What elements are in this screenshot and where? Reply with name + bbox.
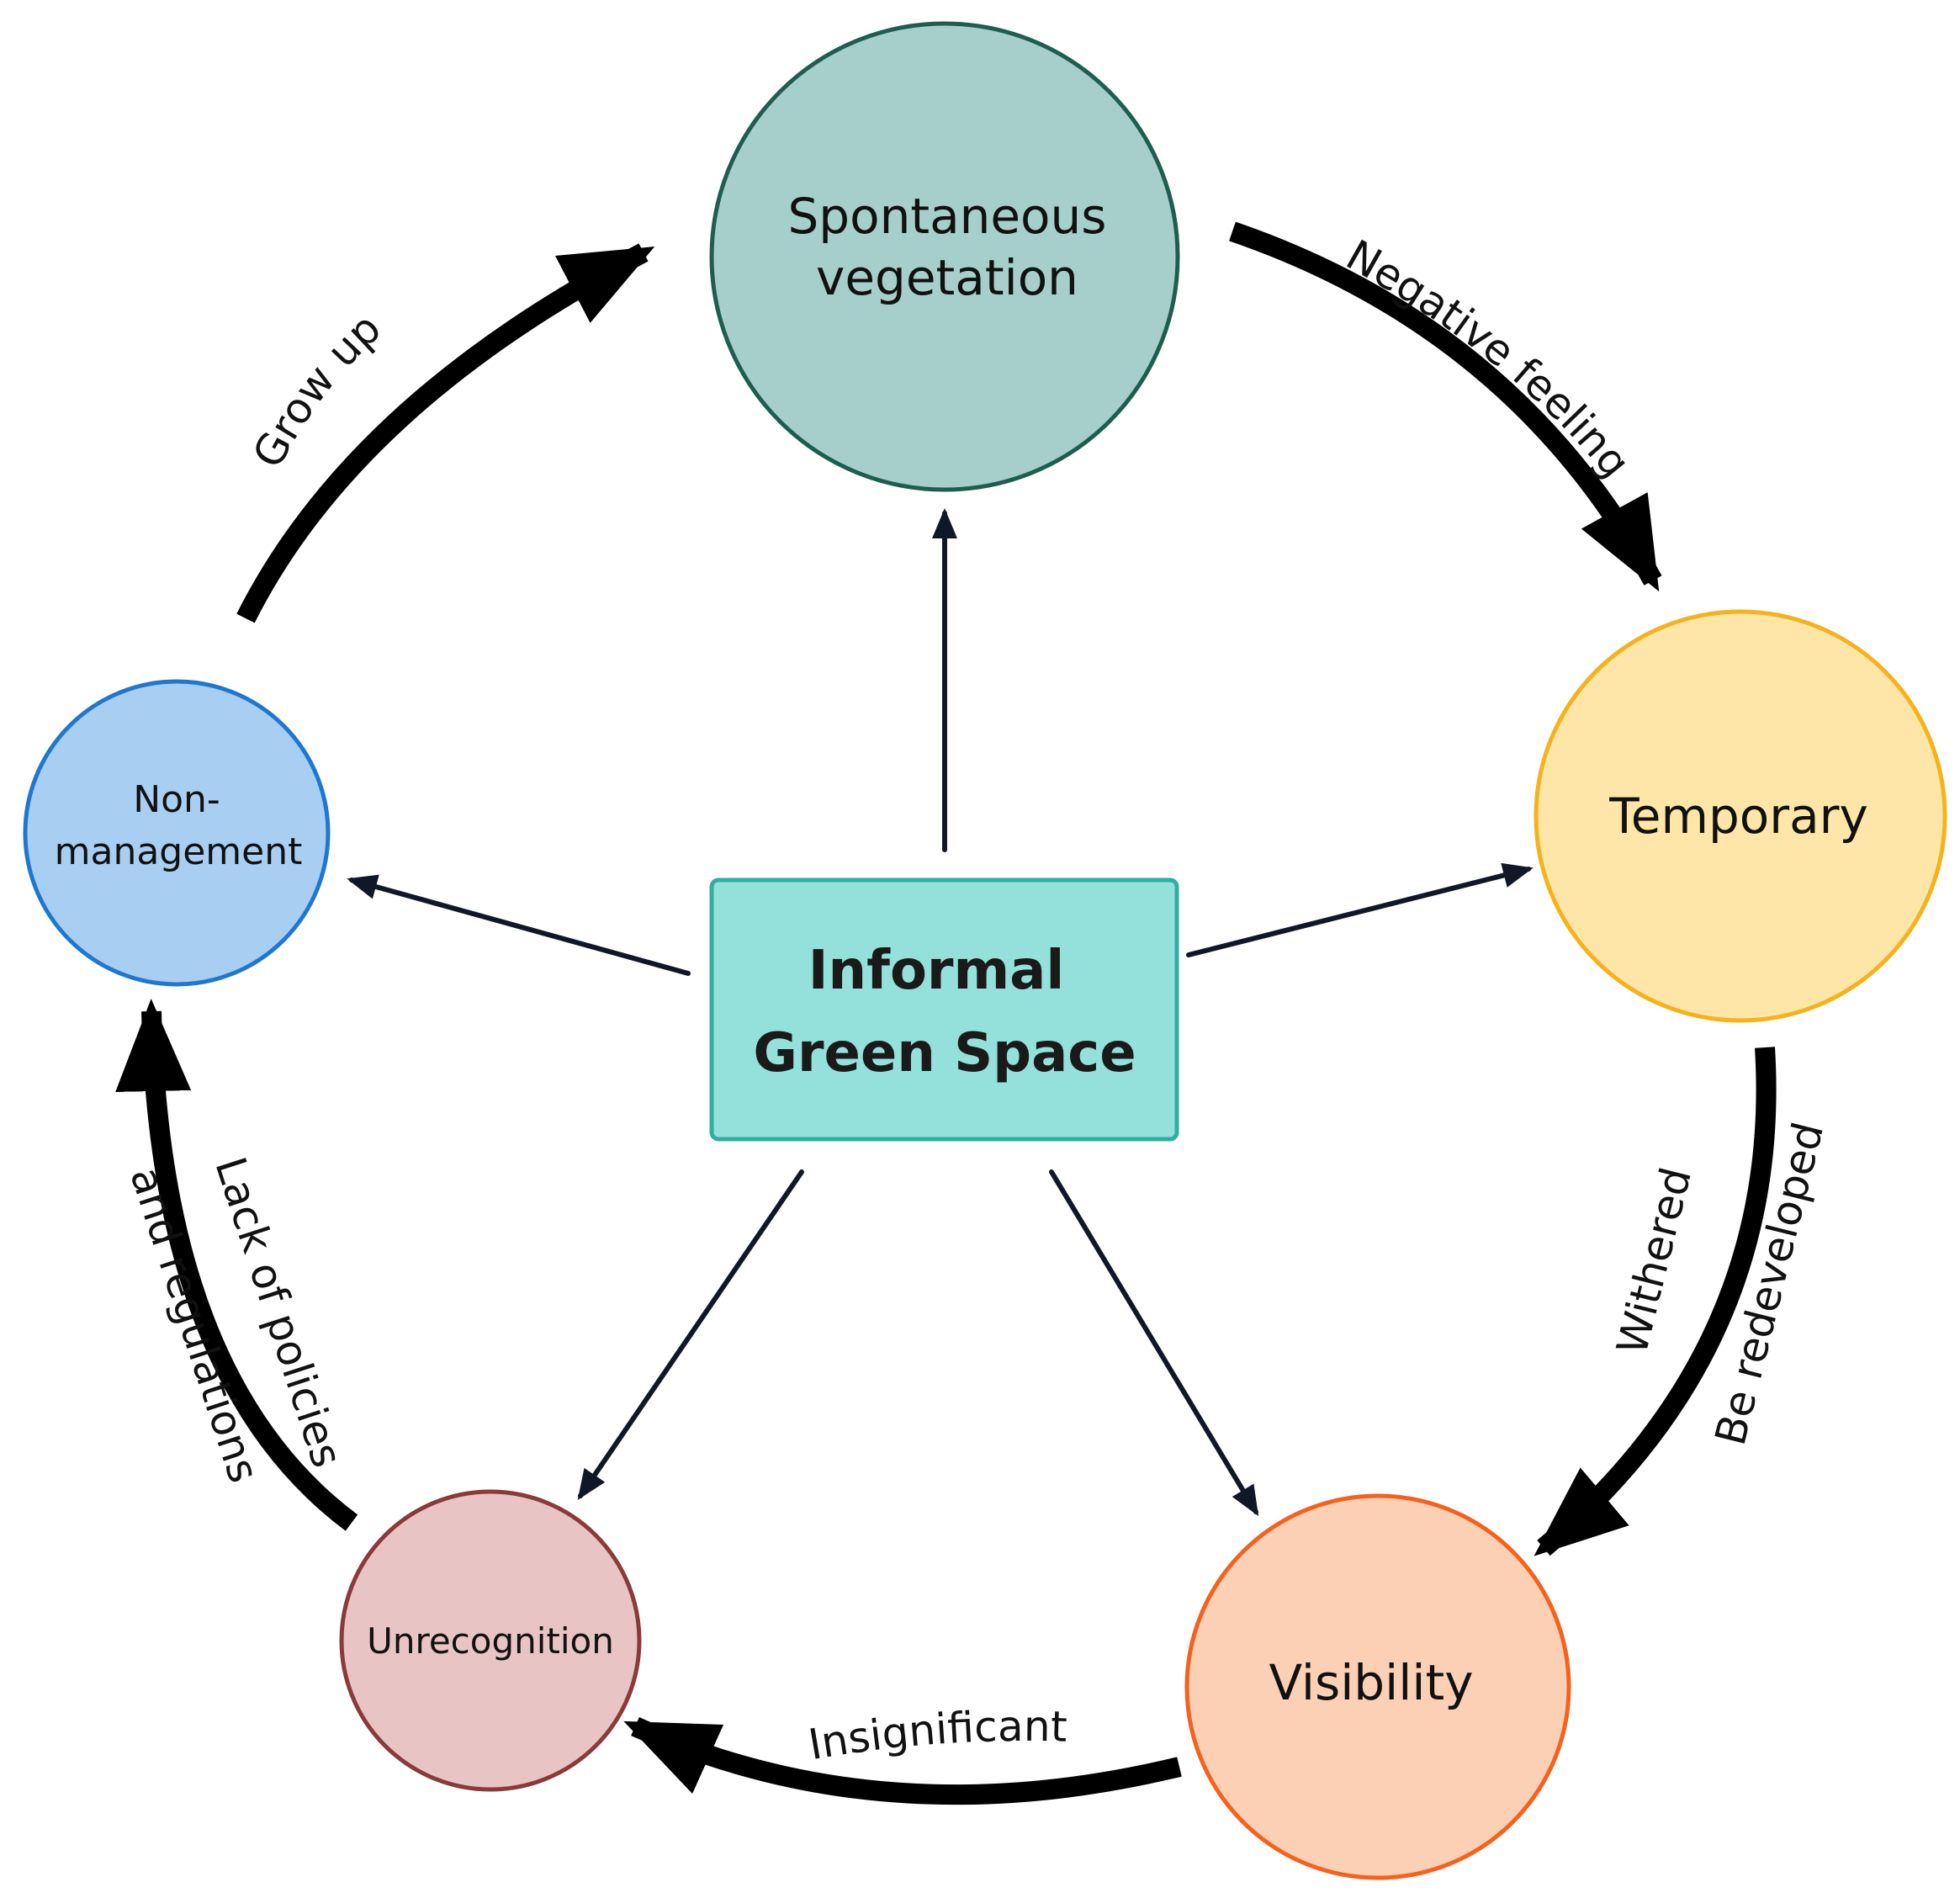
arrow-temporary-to-visibility bbox=[1534, 1047, 1777, 1556]
arrow-nonmanagement-to-spontaneous bbox=[236, 243, 655, 623]
arrow-visibility-to-unrecognition bbox=[623, 1717, 1182, 1805]
node-visibility: Visibility bbox=[1184, 1493, 1571, 1880]
arrow-spontaneous-to-temporary bbox=[1229, 221, 1662, 592]
node-temporary: Temporary bbox=[1534, 609, 1947, 1023]
cycle-arrows bbox=[115, 221, 1777, 1805]
center-box bbox=[709, 877, 1179, 1142]
center-title-line1: Informal bbox=[808, 940, 1065, 1002]
node-spontaneous-vegetation: Spontaneous vegetation bbox=[709, 21, 1180, 492]
label-negative-feeling: Negative feeling bbox=[1338, 231, 1640, 487]
center-title-line2: Green Space bbox=[753, 1022, 1136, 1084]
center-arrows bbox=[347, 508, 1534, 1517]
node-spontaneous-line1: Spontaneous bbox=[787, 188, 1106, 245]
node-unrecognition-circle bbox=[339, 1489, 642, 1792]
arrow-center-to-unrecognition bbox=[577, 1169, 804, 1500]
node-visibility-circle bbox=[1184, 1493, 1571, 1880]
arrow-center-to-temporary bbox=[1186, 862, 1534, 957]
node-nonmanagement-line2: management bbox=[55, 830, 303, 873]
label-insignificant: Insignificant bbox=[805, 1702, 1067, 1769]
center-node: Informal Green Space bbox=[709, 877, 1179, 1142]
arrow-unrecognition-to-nonmanagement bbox=[115, 999, 358, 1531]
node-temporary-circle bbox=[1534, 609, 1947, 1023]
node-temporary-label: Temporary bbox=[1608, 787, 1868, 845]
node-unrecognition-label: Unrecognition bbox=[367, 1620, 614, 1662]
node-non-management: Non- management bbox=[23, 679, 331, 987]
node-spontaneous-line2: vegetation bbox=[816, 249, 1078, 306]
node-spontaneous-circle bbox=[709, 21, 1180, 492]
node-nonmanagement-line1: Non- bbox=[133, 778, 220, 821]
node-unrecognition: Unrecognition bbox=[339, 1489, 642, 1792]
node-visibility-label: Visibility bbox=[1269, 1654, 1473, 1711]
label-withered: Withered bbox=[1608, 1163, 1701, 1360]
arrow-center-to-visibility bbox=[1049, 1169, 1259, 1517]
arrow-center-to-nonmanagement bbox=[347, 874, 691, 976]
node-nonmanagement-circle bbox=[23, 679, 331, 987]
